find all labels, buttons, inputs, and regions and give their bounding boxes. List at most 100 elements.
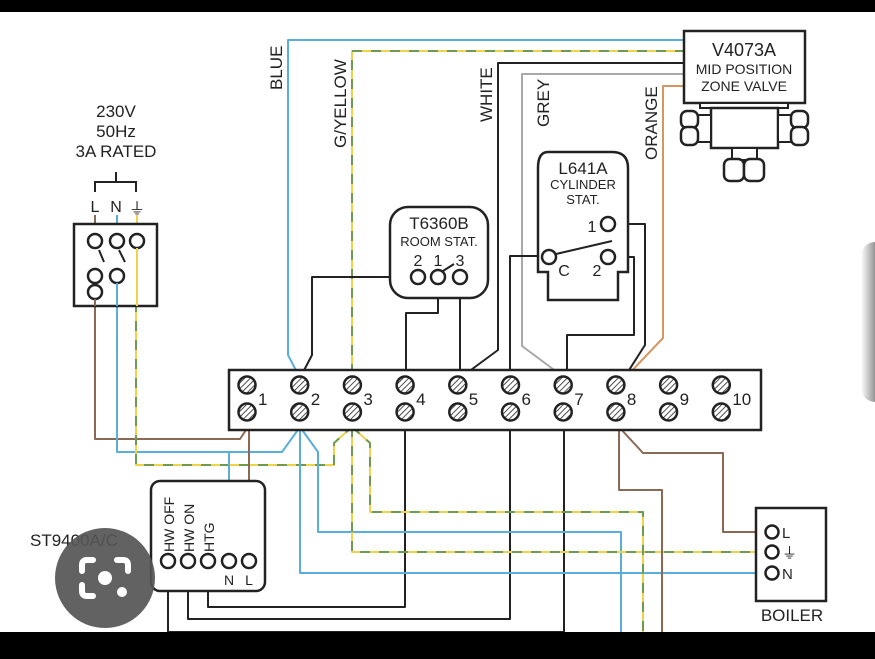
google-lens-button[interactable]: [55, 528, 155, 628]
terminal-7: 7: [553, 375, 584, 422]
wire-earth-valve: [351, 50, 685, 378]
programmer-terminal-n: N: [224, 572, 234, 588]
terminal-9: 9: [658, 375, 689, 422]
screw-icon: [395, 375, 415, 395]
boiler: L ⏚ N BOILER: [754, 506, 828, 625]
screw-icon: [711, 402, 732, 422]
screw-icon: [711, 375, 732, 395]
cylinder-stat-terminal-c: C: [558, 263, 570, 280]
wire-roomstat-2: [299, 276, 418, 379]
wire-boiler-live: [618, 426, 765, 533]
cylinder-stat-line2: CYLINDER: [550, 177, 616, 192]
terminal-number: 2: [311, 390, 320, 409]
top-black-bar: [0, 0, 875, 12]
room-stat-terminal-1: 1: [434, 253, 443, 270]
diagram-svg: .w-blue { stroke: #5aaedb; } .w-brown { …: [30, 29, 828, 632]
wire-prog-hwoff: [167, 427, 565, 632]
terminal-1: 1: [237, 375, 267, 422]
boiler-terminal-n: N: [782, 566, 793, 583]
zone-valve-model: V4073A: [712, 40, 776, 60]
wire-supply-earth: [135, 302, 353, 466]
label-white: WHITE: [477, 67, 496, 122]
wire-blue-valve: [287, 39, 685, 379]
boiler-terminal-earth: ⏚: [782, 545, 797, 562]
screw-icon: [395, 402, 415, 422]
zone-valve: V4073A MID POSITION ZONE VALVE: [679, 29, 810, 183]
room-stat: T6360B ROOM STAT. 2 1 3: [388, 205, 490, 300]
wire-earth-down: [351, 426, 644, 632]
label-blue: BLUE: [267, 46, 286, 90]
wire-valve-neutral-down: [299, 426, 622, 632]
screw-icon: [237, 375, 257, 395]
screw-icon: [500, 375, 521, 395]
programmer-terminal-hw-off: HW OFF: [161, 497, 177, 552]
terminal-number: 5: [469, 390, 478, 409]
room-stat-terminal-2: 2: [414, 253, 423, 270]
supply-rating: 3A RATED: [76, 142, 157, 161]
room-stat-terminal-3: 3: [456, 253, 465, 270]
wire-live-down: [618, 427, 663, 632]
supply-terminal-n: N: [110, 199, 122, 216]
wire-white-valve: [459, 62, 685, 379]
screw-icon: [553, 402, 573, 422]
wire-orange-valve: [624, 85, 685, 379]
screw-icon: [658, 375, 679, 395]
supply-voltage: 230V: [96, 102, 136, 121]
wire-grey-valve: [521, 73, 685, 379]
zone-valve-line3: ZONE VALVE: [701, 78, 787, 94]
terminal-8: 8: [606, 375, 636, 422]
fused-spur: 230V 50Hz 3A RATED L N ⏚: [72, 102, 159, 308]
terminal-10: 10: [711, 375, 751, 422]
programmer-terminal-hw-on: HW ON: [181, 504, 197, 552]
screw-icon: [289, 402, 310, 422]
label-g-yellow: G/YELLOW: [331, 59, 350, 148]
supply-terminal-earth: ⏚: [129, 200, 145, 218]
screw-icon: [606, 402, 626, 422]
screw-icon: [500, 402, 521, 422]
screw-icon: [553, 375, 573, 395]
supply-frequency: 50Hz: [96, 122, 136, 141]
label-grey: GREY: [534, 79, 553, 127]
wire-prog-hwon: [187, 427, 511, 620]
wire-cylstat-c: [509, 255, 540, 378]
edge-shadow: [861, 242, 875, 402]
screw-icon: [606, 375, 626, 395]
terminal-number: 3: [363, 390, 372, 409]
supply-terminal-l: L: [91, 199, 100, 216]
wiring-diagram: .w-blue { stroke: #5aaedb; } .w-brown { …: [0, 12, 875, 632]
wire-cylstat-1: [614, 223, 646, 379]
cylinder-stat: L641A CYLINDER STAT. 1 C 2: [536, 150, 630, 302]
terminal-number: 9: [680, 390, 689, 409]
terminal-3: 3: [342, 375, 373, 422]
terminal-number: 8: [627, 390, 636, 409]
cylinder-stat-terminal-1: 1: [588, 219, 597, 236]
cylinder-stat-model: L641A: [558, 159, 608, 178]
terminal-4: 4: [395, 375, 426, 422]
cylinder-stat-line3: STAT.: [566, 192, 599, 207]
programmer-terminal-htg: HTG: [201, 522, 217, 552]
terminal-number: 1: [258, 390, 267, 409]
wire-supply-live: [94, 302, 249, 440]
bottom-black-bar: [0, 632, 875, 659]
room-stat-model: T6360B: [409, 214, 469, 233]
terminal-number: 7: [574, 390, 583, 409]
terminal-number: 10: [732, 390, 751, 409]
google-lens-icon: [79, 557, 131, 599]
boiler-terminal-l: L: [782, 525, 790, 542]
label-orange: ORANGE: [642, 86, 661, 160]
boiler-label: BOILER: [761, 606, 823, 625]
cylinder-stat-terminal-2: 2: [593, 263, 602, 280]
screw-icon: [289, 375, 310, 395]
terminal-6: 6: [500, 375, 531, 422]
terminal-2: 2: [289, 375, 320, 422]
terminal-number: 6: [522, 390, 531, 409]
screw-icon: [448, 375, 468, 395]
wire-boiler-earth: [351, 427, 765, 553]
screw-icon: [342, 375, 363, 395]
screw-icon: [342, 402, 363, 422]
room-stat-line2: ROOM STAT.: [400, 234, 478, 249]
terminal-strip: 1 2 3 4 5 6 7 8 9 10: [227, 368, 763, 432]
screw-icon: [448, 402, 468, 422]
screw-icon: [658, 402, 679, 422]
screw-icon: [237, 402, 257, 422]
